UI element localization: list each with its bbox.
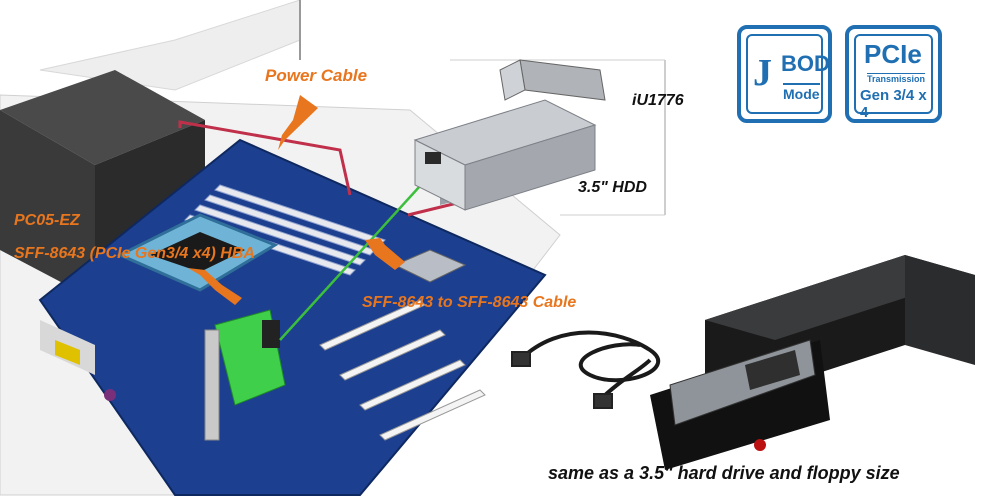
badge-pcie-text: PCIe: [864, 39, 922, 69]
jbod-mode-badge: J BOD Mode: [737, 25, 832, 123]
badge-bod-text: BOD: [781, 51, 830, 76]
size-caption: same as a 3.5" hard drive and floppy siz…: [548, 463, 900, 483]
drive-bay-device: [413, 59, 606, 211]
pcie-gen-badge: PCIe Transmission Gen 3/4 x 4: [845, 25, 942, 123]
hdd-label: 3.5" HDD: [578, 179, 647, 196]
arrow-icon: [188, 95, 405, 305]
cable-label: SFF-8643 to SFF-8643 Cable: [362, 294, 577, 311]
badge-frame: [746, 34, 823, 114]
product-photo: [650, 255, 975, 470]
sas-cable-photo: [511, 330, 661, 409]
badge-transmission-text: Transmission: [867, 73, 926, 84]
motherboard: [38, 138, 547, 496]
badge-gen-text: Gen 3/4 x 4: [860, 87, 927, 121]
badge-frame: [854, 34, 933, 114]
data-cable-line: [279, 174, 431, 341]
hba-card: [204, 309, 286, 441]
badge-mode-text: Mode: [783, 83, 820, 102]
device-model-label: iU1776: [632, 92, 684, 109]
controller-label: PC05-EZ: [14, 212, 80, 229]
badge-letter-j: J: [753, 52, 772, 94]
power-cable-label: Power Cable: [265, 66, 368, 85]
hba-label: SFF-8643 (PCIe Gen3/4 x4) HBA: [14, 245, 255, 262]
power-supply: [0, 70, 205, 300]
